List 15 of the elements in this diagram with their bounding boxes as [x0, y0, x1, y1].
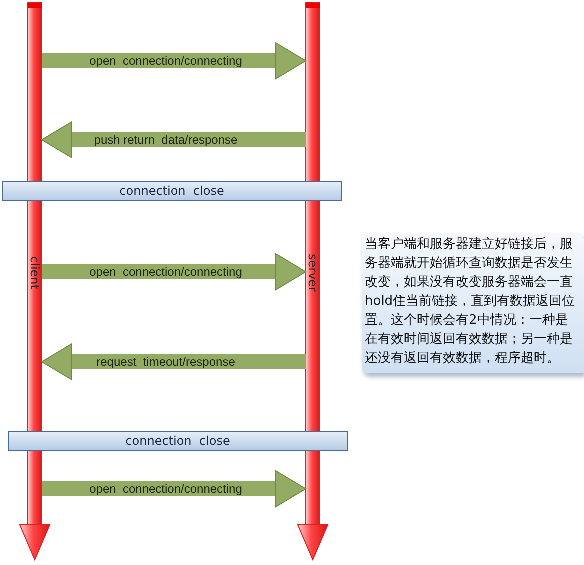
fat-arrow: [42, 122, 306, 158]
lifeline-label: server: [306, 254, 320, 292]
lifeline-label: client: [28, 256, 42, 290]
edge-label: push return data/response: [94, 133, 238, 147]
edge-label: request timeout/response: [96, 355, 236, 369]
edge-label: open connection/connecting: [90, 54, 242, 68]
fat-arrow: [42, 254, 306, 290]
edge-label: open connection/connecting: [90, 482, 242, 496]
fat-arrow: [42, 470, 306, 508]
connection-close-bar: connection close: [8, 431, 348, 451]
edge-label: open connection/connecting: [90, 265, 242, 279]
note-text: 当客户端和服务器建立好链接后，服务器端就开始循环查询数据是否发生改变，如果没有改变服务器端会一直hold住当前链接，直到有数据返回位置。这个时候会有2中情况：一种是在有效时间返回有效数据；另一种是还没有返回有效数据，程序超时。: [365, 236, 576, 368]
fat-arrow: [42, 42, 306, 80]
fat-arrow: [42, 344, 306, 380]
connection-close-bar: connection close: [2, 181, 342, 201]
